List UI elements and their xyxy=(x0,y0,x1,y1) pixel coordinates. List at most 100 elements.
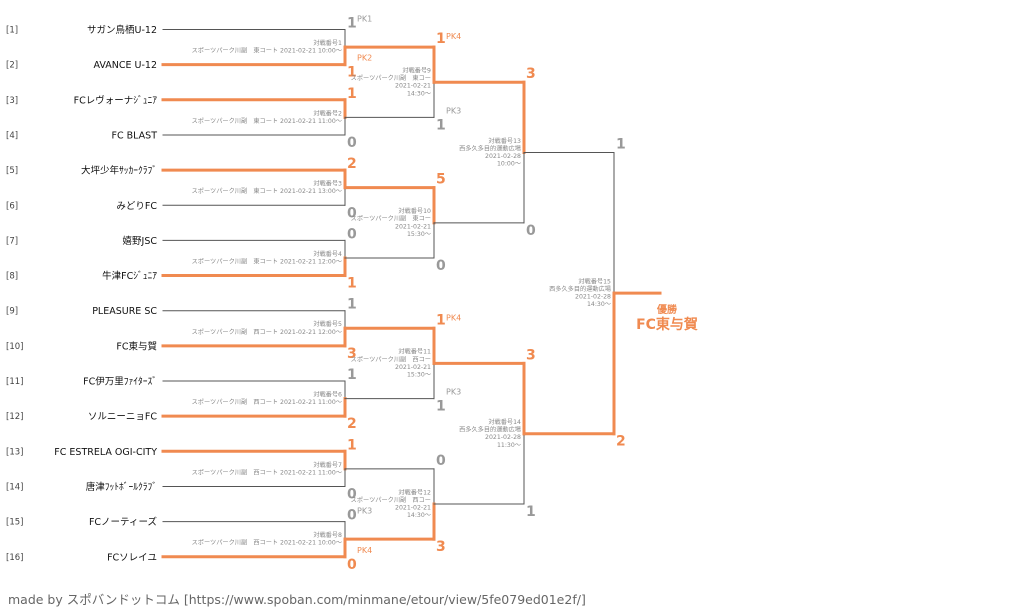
team-seed: [11] xyxy=(6,377,23,387)
team-seed: [12] xyxy=(6,412,23,422)
team-seed: [9] xyxy=(6,307,18,317)
score-top: 2 xyxy=(347,156,357,172)
match-info: 対戦番号5 xyxy=(313,320,342,328)
team-name: FCソレイユ xyxy=(107,552,157,563)
score-top: 1 xyxy=(347,297,357,313)
tournament-bracket: [1]サガン鳥栖U-12[2]AVANCE U-12[3]FCレヴォーナｼﾞｭﾆ… xyxy=(6,15,698,573)
match-info: スポーツパーク川副 西コー xyxy=(351,355,431,363)
match-info: 10:00〜 xyxy=(497,161,521,168)
score-top: 1 xyxy=(347,367,357,383)
match-info: スポーツパーク川副 東コート 2021-02-21 13:00〜 xyxy=(192,187,342,195)
match-info: 2021-02-21 xyxy=(395,364,431,371)
score-bottom: 3 xyxy=(347,346,357,362)
match-info: 14:30〜 xyxy=(587,301,611,308)
match-info: 対戦番号1 xyxy=(313,39,342,47)
score-top: 1 xyxy=(347,437,357,453)
score-top: 1 xyxy=(436,31,446,47)
match-info: 2021-02-28 xyxy=(485,434,521,441)
match-info: スポーツパーク川副 東コート 2021-02-21 12:00〜 xyxy=(192,257,342,265)
team-name: FC伊万里ﾌｧｲﾀｰｽﾞ xyxy=(83,376,157,388)
match-info: 11:30〜 xyxy=(497,442,521,449)
pk-label-top: PK4 xyxy=(446,313,461,322)
match-info: 対戦番号11 xyxy=(398,348,431,356)
match-info: 2021-02-21 xyxy=(395,505,431,512)
match-info: 対戦番号12 xyxy=(398,488,431,496)
match-info: 14:30〜 xyxy=(407,512,431,519)
score-top: 1 xyxy=(347,16,357,32)
team-name: 唐津ﾌｯﾄﾎﾞｰﾙｸﾗﾌﾞ xyxy=(86,481,157,493)
pk-label-bottom: PK3 xyxy=(446,106,461,115)
match-info: 15:30〜 xyxy=(407,372,431,379)
score-bottom: 1 xyxy=(347,276,357,292)
champion-label: 優勝 xyxy=(656,303,678,316)
pk-label-bottom: PK3 xyxy=(446,388,461,397)
team-seed: [13] xyxy=(6,447,23,457)
match-info: 対戦番号3 xyxy=(313,180,342,188)
match-info: 2021-02-28 xyxy=(485,153,521,160)
score-bottom: 0 xyxy=(347,135,357,151)
match-info: 西多久多目的運動広場 xyxy=(549,285,611,293)
match-info: スポーツパーク川副 東コート 2021-02-21 11:00〜 xyxy=(192,117,342,125)
team-seed: [6] xyxy=(6,201,18,211)
match-info: 西多久多目的運動広場 xyxy=(459,426,521,434)
team-name: PLEASURE SC xyxy=(92,306,157,317)
team-seed: [1] xyxy=(6,26,18,36)
footer-credit[interactable]: made by スポバンドットコム [https://www.spoban.co… xyxy=(8,592,586,607)
team-name: FC BLAST xyxy=(112,130,158,141)
match-info: 2021-02-21 xyxy=(395,223,431,230)
match-info: 対戦番号7 xyxy=(313,461,342,469)
score-bottom: 0 xyxy=(436,258,446,274)
score-bottom: 0 xyxy=(347,205,357,221)
match-info: 西多久多目的運動広場 xyxy=(459,144,521,152)
score-top: 5 xyxy=(436,172,446,188)
score-bottom: 2 xyxy=(616,434,626,450)
match-info: スポーツパーク川副 東コー xyxy=(351,215,431,223)
match-info: 対戦番号14 xyxy=(488,418,521,426)
team-name: FCレヴォーナｼﾞｭﾆｱ xyxy=(74,94,158,106)
score-bottom: 1 xyxy=(526,504,536,520)
team-seed: [7] xyxy=(6,236,18,246)
team-seed: [5] xyxy=(6,166,18,176)
pk-label-bottom: PK2 xyxy=(357,54,372,63)
match-info: スポーツパーク川副 西コート 2021-02-21 12:00〜 xyxy=(192,328,342,336)
score-top: 3 xyxy=(526,66,536,82)
team-name: FC ESTRELA OGI-CITY xyxy=(54,447,157,458)
match-info: スポーツパーク川副 東コー xyxy=(351,74,431,82)
team-seed: [16] xyxy=(6,553,23,563)
match-info: スポーツパーク川副 西コート 2021-02-21 11:00〜 xyxy=(192,468,342,476)
match-info: スポーツパーク川副 西コート 2021-02-21 11:00〜 xyxy=(192,398,342,406)
pk-label-top: PK4 xyxy=(446,32,461,41)
score-bottom: 1 xyxy=(436,117,446,133)
team-name: AVANCE U-12 xyxy=(93,60,157,71)
team-seed: [3] xyxy=(6,96,18,106)
score-bottom: 0 xyxy=(347,557,357,573)
score-top: 3 xyxy=(526,347,536,363)
score-bottom: 3 xyxy=(436,539,446,555)
team-name: 嬉野JSC xyxy=(123,235,158,247)
team-seed: [8] xyxy=(6,272,18,282)
team-seed: [14] xyxy=(6,482,23,492)
pk-label-bottom: PK4 xyxy=(357,546,372,555)
team-seed: [10] xyxy=(6,342,23,352)
match-info: スポーツパーク川副 西コート 2021-02-21 10:00〜 xyxy=(192,539,342,547)
score-top: 1 xyxy=(347,86,357,102)
match-info: 15:30〜 xyxy=(407,231,431,238)
match-info: 対戦番号6 xyxy=(313,390,342,398)
score-top: 0 xyxy=(436,453,446,469)
match-info: 対戦番号10 xyxy=(398,207,431,215)
score-bottom: 1 xyxy=(347,65,357,81)
score-bottom: 1 xyxy=(436,399,446,415)
team-name: FC東与賀 xyxy=(116,340,157,352)
score-top: 0 xyxy=(347,226,357,242)
team-name: 牛津FCｼﾞｭﾆｱ xyxy=(102,270,157,282)
team-seed: [4] xyxy=(6,131,18,141)
match-info: 2021-02-21 xyxy=(395,83,431,90)
match-info: 2021-02-28 xyxy=(575,294,611,301)
team-seed: [15] xyxy=(6,518,23,528)
match-info: スポーツパーク川副 西コー xyxy=(351,496,431,504)
score-top: 1 xyxy=(436,312,446,328)
match-info: 対戦番号9 xyxy=(402,67,431,75)
match-info: 対戦番号2 xyxy=(313,109,342,117)
match-info: 対戦番号13 xyxy=(488,137,521,145)
match-info: 対戦番号8 xyxy=(313,531,342,539)
